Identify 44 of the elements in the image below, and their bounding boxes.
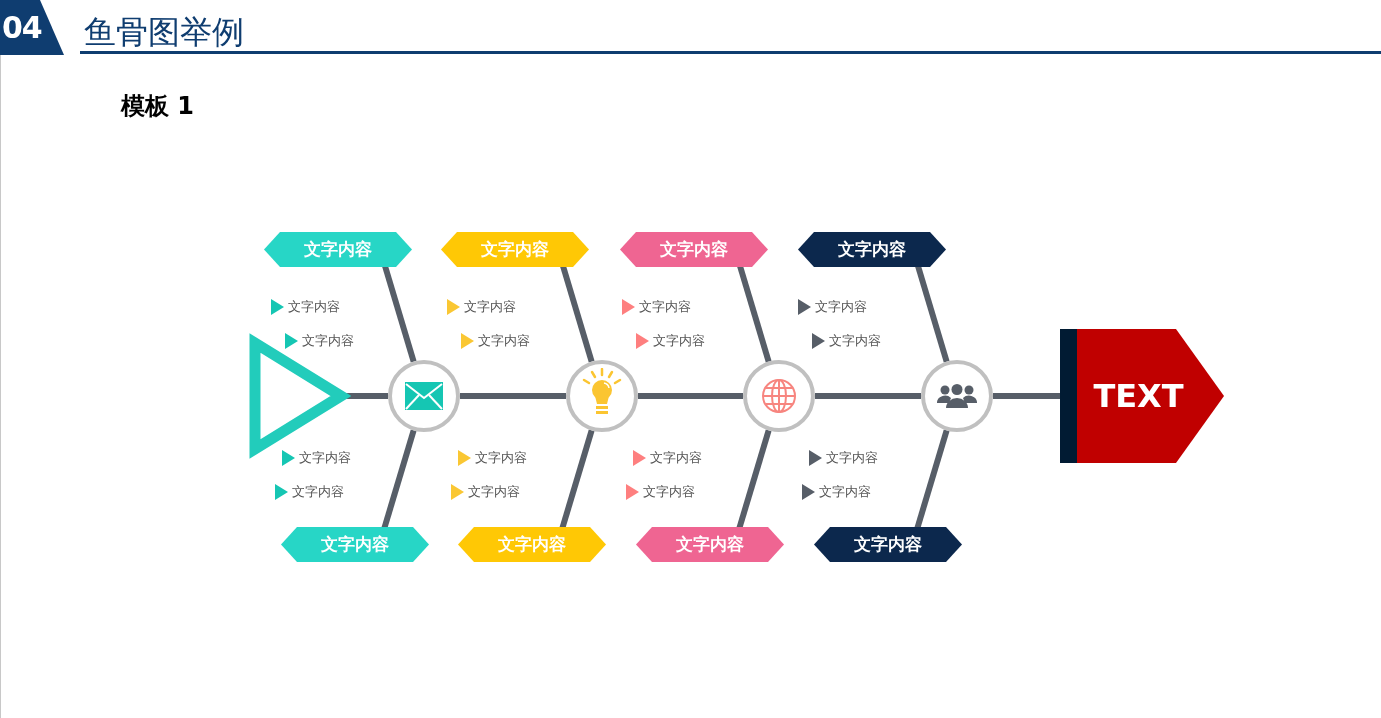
hexagon-tag: 文字内容: [441, 232, 589, 267]
title: 鱼骨图举例: [84, 12, 244, 52]
bullet-point: 文字内容: [451, 483, 520, 501]
bullet-point: 文字内容: [461, 332, 530, 350]
bone-line: [559, 429, 595, 529]
icon-circle: [742, 359, 816, 433]
bullet-point: 文字内容: [285, 332, 354, 350]
bullet-point: 文字内容: [622, 298, 691, 316]
bullet-point: 文字内容: [271, 298, 340, 316]
subtitle: 模板 1: [121, 91, 195, 122]
bullet-point: 文字内容: [636, 332, 705, 350]
hexagon-tag: 文字内容: [814, 527, 962, 562]
bullet-point: 文字内容: [458, 449, 527, 467]
spine-line: [460, 393, 566, 399]
bullet-point: 文字内容: [798, 298, 867, 316]
bone-line: [560, 265, 595, 363]
hexagon-tag: 文字内容: [620, 232, 768, 267]
bone-line: [914, 429, 950, 529]
hexagon-tag: 文字内容: [281, 527, 429, 562]
bullet-point: 文字内容: [275, 483, 344, 501]
icon-circle: [387, 359, 461, 433]
spine-line: [815, 393, 921, 399]
bone-line: [736, 429, 772, 529]
hexagon-tag: 文字内容: [458, 527, 606, 562]
bone-line: [382, 265, 417, 363]
bullet-point: 文字内容: [812, 332, 881, 350]
bone-line: [915, 265, 950, 363]
bullet-point: 文字内容: [802, 483, 871, 501]
spine-line: [638, 393, 743, 399]
hexagon-tag: 文字内容: [798, 232, 946, 267]
section-number: 04: [0, 0, 64, 55]
hexagon-tag: 文字内容: [636, 527, 784, 562]
icon-circle: [920, 359, 994, 433]
icon-circle: [565, 359, 639, 433]
bone-line: [381, 429, 417, 529]
hexagon-tag: 文字内容: [264, 232, 412, 267]
spine-line: [993, 393, 1060, 399]
bullet-point: 文字内容: [282, 449, 351, 467]
bullet-point: 文字内容: [633, 449, 702, 467]
bone-line: [737, 265, 772, 363]
bullet-point: 文字内容: [626, 483, 695, 501]
spine-line: [346, 393, 388, 399]
bullet-point: 文字内容: [447, 298, 516, 316]
bullet-point: 文字内容: [809, 449, 878, 467]
